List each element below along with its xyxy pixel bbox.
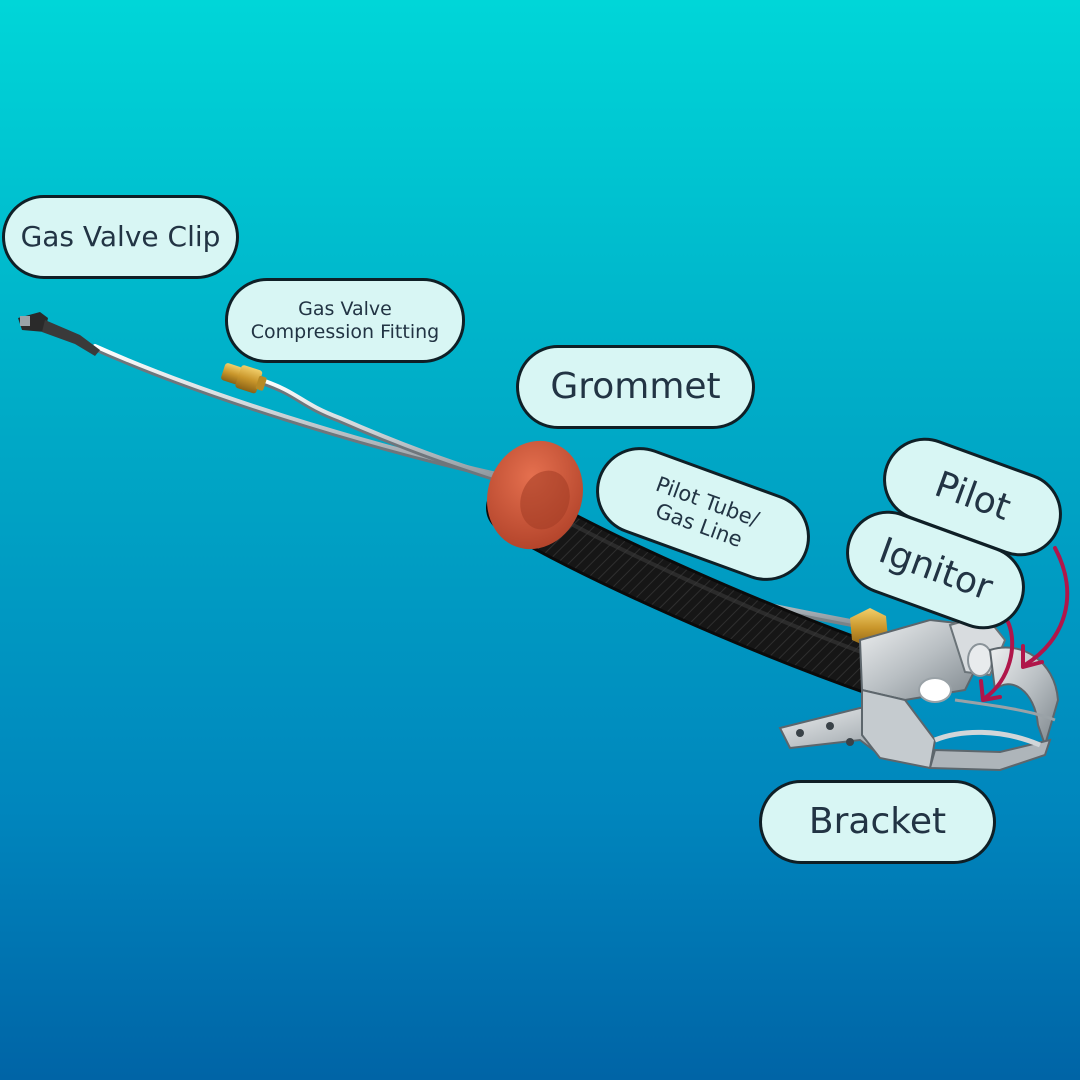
compression-fitting-text-line1: Gas Valve bbox=[298, 298, 392, 321]
ignitor-text: Ignitor bbox=[873, 530, 998, 611]
grommet-text: Grommet bbox=[550, 365, 720, 408]
label-gas-valve-clip: Gas Valve Clip bbox=[2, 195, 239, 279]
pilot-arrow bbox=[1023, 548, 1067, 667]
pilot-text: Pilot bbox=[929, 464, 1016, 531]
gas-valve-clip-text: Gas Valve Clip bbox=[21, 220, 221, 254]
label-bracket: Bracket bbox=[759, 780, 996, 864]
gas-valve-clip-connector bbox=[18, 312, 100, 356]
bracket bbox=[780, 690, 1050, 770]
compression-fitting bbox=[219, 359, 268, 395]
label-gas-valve-compression-fitting: Gas Valve Compression Fitting bbox=[225, 278, 465, 363]
bracket-text: Bracket bbox=[809, 800, 946, 843]
label-grommet: Grommet bbox=[516, 345, 755, 429]
compression-fitting-text-line2: Compression Fitting bbox=[251, 321, 439, 344]
